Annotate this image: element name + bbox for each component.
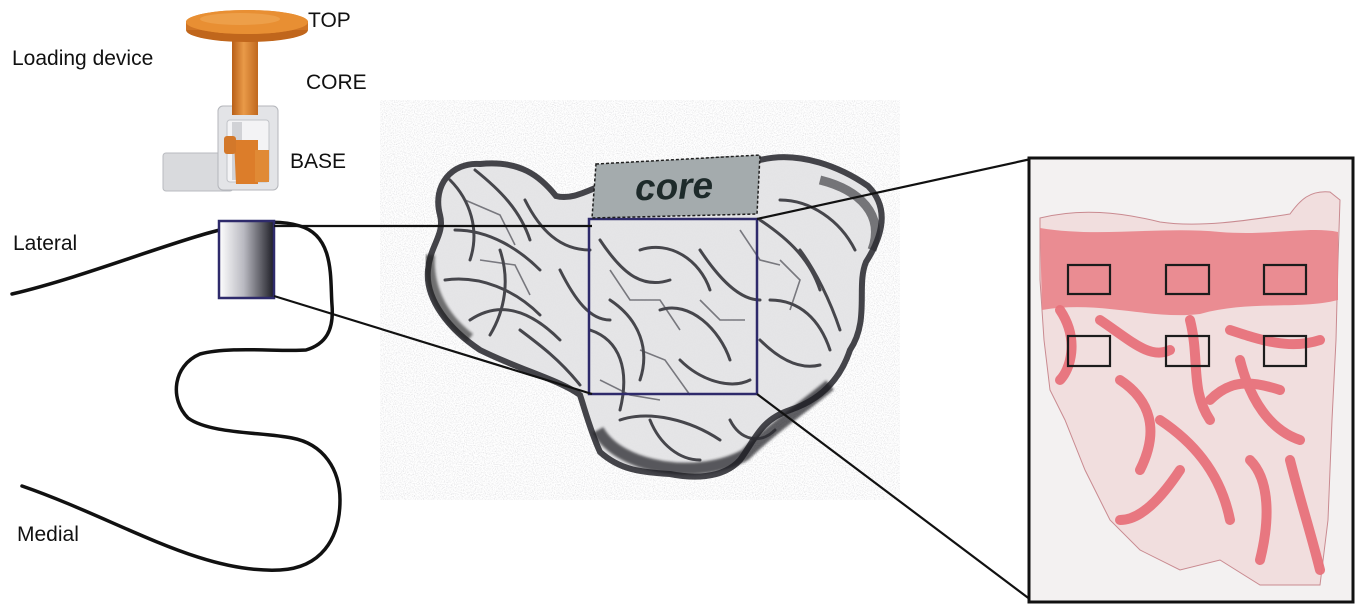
core-tag-label: core bbox=[603, 166, 744, 208]
core-sample-block bbox=[219, 221, 274, 298]
lateral-condyle-outline bbox=[12, 222, 340, 570]
medial-label: Medial bbox=[17, 524, 79, 545]
loading-device-illustration bbox=[163, 10, 308, 191]
microct-specimen bbox=[380, 100, 900, 500]
loading-device-label: Loading device bbox=[12, 48, 153, 69]
joint-outline bbox=[12, 222, 340, 570]
core-part-label: CORE bbox=[306, 72, 367, 93]
device-top bbox=[186, 10, 308, 42]
lateral-label: Lateral bbox=[13, 233, 77, 254]
top-label: TOP bbox=[308, 10, 351, 31]
base-label: BASE bbox=[290, 151, 346, 172]
histology-panel bbox=[1029, 158, 1353, 602]
